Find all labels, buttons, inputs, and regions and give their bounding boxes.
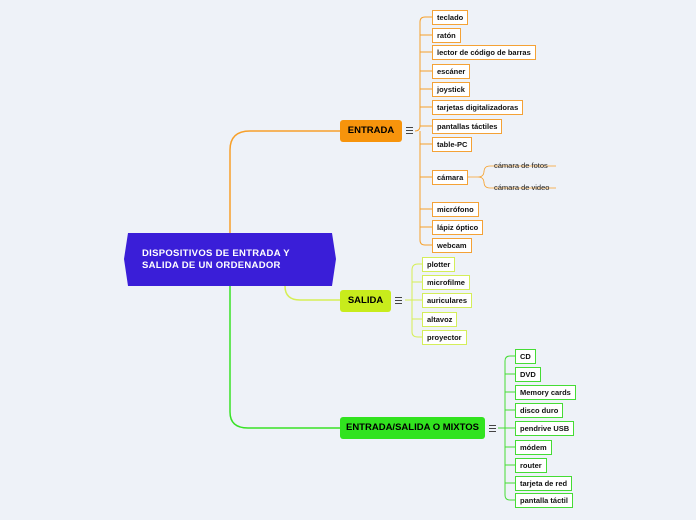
- leaf-auriculares[interactable]: auriculares: [422, 293, 473, 308]
- leaf-disco-duro[interactable]: disco duro: [515, 403, 564, 418]
- root-title-line-2: SALIDA DE UN ORDENADOR: [142, 260, 281, 271]
- leaf-webcam[interactable]: webcam: [432, 238, 472, 253]
- branch-salida[interactable]: SALIDA: [340, 290, 391, 312]
- leaf-dvd[interactable]: DVD: [515, 367, 541, 382]
- menu-lines-icon[interactable]: [395, 297, 402, 304]
- leaf-microfono[interactable]: micrófono: [432, 202, 479, 217]
- leaf-camara[interactable]: cámara: [432, 170, 469, 185]
- root-title-line-1: DISPOSITIVOS DE ENTRADA Y: [142, 248, 290, 259]
- leaf-pantalla-tactil[interactable]: pantalla táctil: [515, 493, 573, 508]
- leaf-raton[interactable]: ratón: [432, 28, 461, 43]
- leaf-memory-cards[interactable]: Memory cards: [515, 385, 576, 400]
- leaf-tarjeta-de-red[interactable]: tarjeta de red: [515, 476, 573, 491]
- connector-root-entrada: [229, 130, 340, 233]
- sub-camara-video[interactable]: cámara de video: [494, 183, 550, 192]
- leaf-teclado[interactable]: teclado: [432, 10, 469, 25]
- leaf-cd[interactable]: CD: [515, 349, 536, 364]
- leaf-proyector[interactable]: proyector: [422, 330, 467, 345]
- leaf-microfilme[interactable]: microfilme: [422, 275, 470, 290]
- menu-lines-icon[interactable]: [406, 127, 413, 134]
- sub-camara-fotos[interactable]: cámara de fotos: [494, 161, 548, 170]
- connector-salida-trunk: [405, 263, 422, 338]
- branch-entrada[interactable]: ENTRADA: [340, 120, 402, 142]
- leaf-table-pc[interactable]: table-PC: [432, 137, 473, 152]
- connector-entrada-trunk: [414, 16, 432, 246]
- menu-lines-icon[interactable]: [489, 425, 496, 432]
- leaf-pantallas-tactiles[interactable]: pantallas táctiles: [432, 119, 503, 134]
- leaf-pendrive-usb[interactable]: pendrive USB: [515, 421, 575, 436]
- connector-mixtos-trunk: [498, 355, 515, 501]
- root-topic[interactable]: DISPOSITIVOS DE ENTRADA Y SALIDA DE UN O…: [124, 233, 336, 286]
- branch-mixtos[interactable]: ENTRADA/SALIDA O MIXTOS: [340, 417, 485, 439]
- leaf-lapiz-optico[interactable]: lápiz óptico: [432, 220, 484, 235]
- leaf-escaner[interactable]: escáner: [432, 64, 471, 79]
- leaf-router[interactable]: router: [515, 458, 547, 473]
- leaf-plotter[interactable]: plotter: [422, 257, 456, 272]
- connector-root-mixtos: [229, 286, 340, 429]
- leaf-altavoz[interactable]: altavoz: [422, 312, 458, 327]
- leaf-tarjetas-digitalizadoras[interactable]: tarjetas digitalizadoras: [432, 100, 524, 115]
- leaf-lector-codigo-barras[interactable]: lector de código de barras: [432, 45, 536, 60]
- connector-root-salida: [284, 285, 340, 301]
- leaf-joystick[interactable]: joystick: [432, 82, 470, 97]
- leaf-modem[interactable]: módem: [515, 440, 552, 455]
